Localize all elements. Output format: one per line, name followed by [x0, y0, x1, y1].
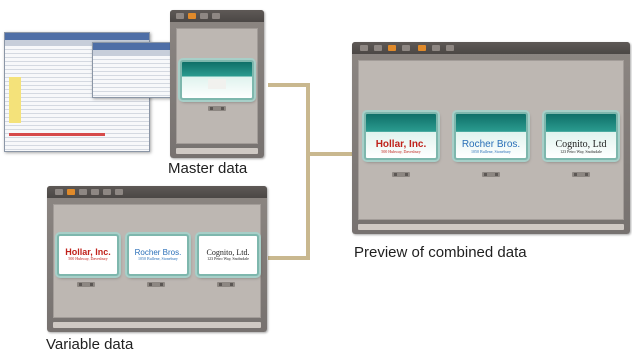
preview-card-cognito[interactable]: Cognito, Ltd 123 Petro Way, Snobsdale: [544, 112, 618, 160]
window-titlebar: [47, 186, 267, 198]
toolbar-button[interactable]: [91, 189, 99, 195]
caption-master-data: Master data: [168, 160, 248, 177]
card-address: 500 Hubway, Davesbury: [381, 148, 421, 154]
card-company-name: Cognito, Ltd.: [206, 247, 250, 257]
pager-icon[interactable]: [217, 282, 235, 287]
spreadsheet-titlebar: [93, 43, 175, 50]
toolbar-button[interactable]: [446, 45, 454, 51]
card-company-name: Rocher Bros.: [134, 247, 182, 257]
window-titlebar: [170, 10, 264, 22]
caption-preview-combined: Preview of combined data: [354, 244, 527, 261]
connector-variable-horizontal: [268, 256, 310, 260]
spreadsheet-titlebar: [5, 33, 149, 40]
spreadsheet-window-front: [92, 42, 176, 98]
pager-icon[interactable]: [572, 172, 590, 177]
spreadsheet-toolbar: [93, 50, 175, 56]
card-address: 500 Hubway, Davesbury: [68, 256, 108, 262]
toolbar-button[interactable]: [200, 13, 208, 19]
pager-icon[interactable]: [77, 282, 95, 287]
pager-icon[interactable]: [147, 282, 165, 287]
toolbar-button-active[interactable]: [388, 45, 396, 51]
card-company-name: Rocher Bros.: [461, 138, 521, 150]
toolbar-button[interactable]: [402, 45, 410, 51]
window-status-bar: [53, 322, 261, 328]
spreadsheet-rows: [93, 56, 175, 97]
toolbar-button[interactable]: [432, 45, 440, 51]
window-status-bar: [176, 148, 258, 154]
preview-card-rocher[interactable]: Rocher Bros. 1050 Bullene, Stonebury: [454, 112, 528, 160]
toolbar-button[interactable]: [374, 45, 382, 51]
toolbar-button-active[interactable]: [418, 45, 426, 51]
card-address: 123 Petro Way, Snobsdale: [207, 255, 249, 261]
variable-data-window: Hollar, Inc. 500 Hubway, Davesbury Roche…: [47, 186, 267, 332]
window-titlebar: [352, 42, 630, 54]
card-address: 123 Petro Way, Snobsdale: [560, 148, 602, 154]
toolbar-button[interactable]: [360, 45, 368, 51]
variable-card-rocher[interactable]: Rocher Bros. 1050 Bullene, Stonebury: [127, 234, 189, 276]
toolbar-button-active[interactable]: [188, 13, 196, 19]
toolbar-button[interactable]: [103, 189, 111, 195]
connector-preview-horizontal: [306, 152, 352, 156]
preview-window: Hollar, Inc. 500 Hubway, Davesbury Roche…: [352, 42, 630, 234]
toolbar-button[interactable]: [79, 189, 87, 195]
spreadsheet-highlight-row: [9, 133, 105, 136]
spreadsheet-toolbar: [5, 40, 149, 46]
spreadsheet-highlight-column: [9, 77, 21, 123]
card-company-name: Hollar, Inc.: [65, 247, 111, 258]
toolbar-button-active[interactable]: [67, 189, 75, 195]
toolbar-button[interactable]: [55, 189, 63, 195]
card-company-name: Hollar, Inc.: [375, 138, 427, 150]
toolbar-button[interactable]: [176, 13, 184, 19]
connector-vertical: [306, 83, 310, 259]
card-company-name: Cognito, Ltd: [555, 138, 607, 150]
preview-card-hollar[interactable]: Hollar, Inc. 500 Hubway, Davesbury: [364, 112, 438, 160]
card-address: 1050 Bullene, Stonebury: [471, 148, 511, 154]
variable-card-hollar[interactable]: Hollar, Inc. 500 Hubway, Davesbury: [57, 234, 119, 276]
variable-card-cognito[interactable]: Cognito, Ltd. 123 Petro Way, Snobsdale: [197, 234, 259, 276]
master-label-card[interactable]: [180, 60, 254, 100]
pager-icon[interactable]: [208, 106, 226, 111]
window-status-bar: [358, 224, 624, 230]
connector-master-horizontal: [268, 83, 308, 87]
pager-icon[interactable]: [482, 172, 500, 177]
master-data-window: [170, 10, 264, 158]
toolbar-button[interactable]: [115, 189, 123, 195]
card-address: 1050 Bullene, Stonebury: [138, 255, 178, 261]
label-card-icon: [208, 79, 226, 89]
pager-icon[interactable]: [392, 172, 410, 177]
caption-variable-data: Variable data: [46, 336, 134, 353]
toolbar-button[interactable]: [212, 13, 220, 19]
